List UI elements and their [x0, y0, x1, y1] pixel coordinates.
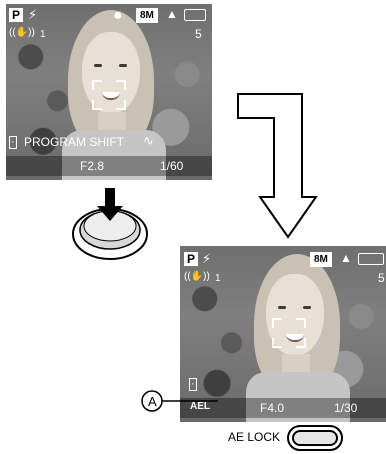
flash-off-icon: ⚡︎	[202, 251, 212, 266]
quality-icon: ▲	[166, 7, 178, 21]
stabilizer-value: 1	[215, 273, 221, 284]
flash-off-icon: ⚡︎	[28, 7, 38, 22]
program-shift-icon: ∿	[143, 133, 154, 148]
remaining-count: 5	[378, 271, 385, 285]
focus-frame	[92, 80, 126, 110]
size-badge: 8M	[136, 8, 158, 23]
stabilizer-icon: ((✋))	[184, 271, 210, 282]
record-dot-icon: ●	[113, 7, 123, 24]
program-shift-label: PROGRAM SHIFT	[24, 135, 125, 149]
aperture-value: F2.8	[80, 159, 105, 173]
clothing	[62, 130, 166, 180]
mode-indicator: P	[9, 8, 24, 22]
ael-indicator: AEL	[190, 401, 210, 412]
metering-icon: ·	[189, 378, 197, 391]
aperture-value: F4.0	[260, 401, 285, 415]
lcd-screen-after: P ⚡︎ 8M ▲ ((✋)) 1 5 · AEL F4.0 1/30	[180, 246, 386, 422]
stabilizer-icon: ((✋))	[9, 27, 35, 38]
callout-a-circle	[141, 390, 218, 412]
battery-icon	[358, 253, 384, 265]
callout-a-label: A	[148, 394, 157, 409]
remaining-count: 5	[195, 27, 202, 41]
mode-indicator: P	[184, 252, 199, 266]
stabilizer-value: 1	[40, 29, 46, 40]
lcd-screen-before: P ⚡︎ ● 8M ▲ ((✋)) 1 5 · PROGRAM SHIFT ∿ …	[6, 4, 212, 180]
exposure-bar	[180, 398, 386, 418]
transition-arrow-icon	[237, 93, 318, 239]
shutter-value: 1/30	[334, 401, 358, 415]
battery-icon	[184, 9, 206, 21]
quality-icon: ▲	[340, 251, 352, 265]
shutter-button-pressed-illustration	[72, 188, 148, 260]
metering-icon: ·	[9, 136, 17, 149]
shutter-value: 1/60	[160, 159, 184, 173]
face	[82, 32, 140, 114]
focus-frame	[272, 318, 306, 348]
exposure-bar	[6, 156, 212, 176]
size-badge: 8M	[310, 252, 332, 267]
ae-lock-button-icon	[287, 425, 343, 451]
ae-lock-label: AE LOCK	[228, 430, 281, 444]
